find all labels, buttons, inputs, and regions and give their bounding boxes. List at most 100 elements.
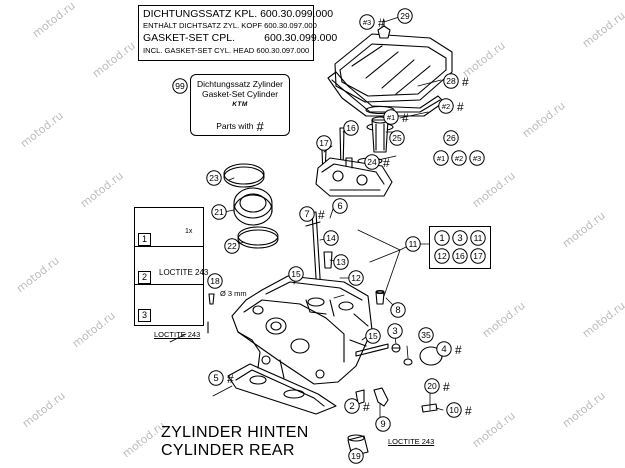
- callout-text: 28: [446, 76, 456, 86]
- stud-small: [323, 251, 385, 305]
- gasket-line-2: ENTHÄLT DICHTSATZ ZYL. KOPF 600.30.097.0…: [143, 21, 317, 30]
- callout-text: 4: [441, 344, 446, 355]
- parts-with-hash: #: [256, 119, 264, 134]
- callout-5: 5#: [208, 370, 234, 386]
- callout-text: 25: [392, 133, 402, 143]
- callout-text: 24: [367, 157, 377, 167]
- callout-text: #2: [442, 102, 450, 111]
- callout-text: 1: [439, 233, 444, 244]
- callout-text: 3: [392, 326, 397, 337]
- hash-marker: #: [318, 208, 325, 222]
- intake-clamps: [223, 163, 279, 249]
- ktm-logo: KTM: [232, 101, 248, 108]
- callout-26: 26: [443, 130, 459, 146]
- callout-text: 12: [437, 251, 447, 261]
- callout-text: 17: [319, 138, 329, 148]
- step-divider-1: [135, 246, 203, 247]
- gasket-line-3: GASKET-SET CPL. 600.30.099.000: [143, 32, 338, 44]
- callout-19: 19: [348, 448, 364, 464]
- loctite-ref-bottom: LOCTITE 243: [388, 437, 435, 446]
- bolt-8: [207, 293, 215, 334]
- callout-28: 28 #: [443, 73, 469, 89]
- dimension-label: Ø 3 mm: [220, 289, 247, 298]
- callout-12: 12: [348, 270, 364, 286]
- parts-with-label: Parts with#: [191, 119, 289, 134]
- callout-text: #1: [437, 154, 445, 163]
- callout-15: 15: [288, 266, 304, 282]
- callout-text: 13: [336, 257, 346, 267]
- callout-text: 9: [380, 419, 385, 430]
- hash-marker: #: [378, 16, 385, 30]
- callout-text: #2: [455, 154, 463, 163]
- hash-marker: #: [455, 343, 462, 357]
- callout-3: 3: [387, 323, 403, 339]
- step-loctite: LOCTITE 243: [159, 268, 209, 277]
- hash-marker: #: [462, 75, 469, 89]
- callout-16: 16: [452, 248, 468, 264]
- callout-text: 17: [473, 251, 483, 261]
- callout-8: 8: [390, 302, 406, 318]
- gasket-kit-box: Dichtungssatz Zylinder Gasket-Set Cylind…: [190, 74, 290, 136]
- caption-line-2: CYLINDER REAR: [161, 442, 295, 459]
- step-divider-2: [135, 284, 203, 285]
- callout-23: 23: [206, 170, 222, 186]
- base-gasket: [227, 363, 337, 415]
- callout-10: 10 #: [446, 402, 472, 418]
- callout-12: 12: [434, 248, 450, 264]
- gasket-line-4: INCL. GASKET-SET CYL. HEAD 600.30.097.00…: [143, 46, 310, 55]
- callout-text: 15: [291, 269, 301, 279]
- callout-3: 3: [452, 230, 468, 246]
- callout-22: 22: [224, 238, 240, 254]
- callout-11: 11: [470, 230, 486, 246]
- callout-text: #1: [387, 113, 395, 122]
- callout-text: 99: [175, 81, 185, 91]
- callout-text: 2: [349, 401, 354, 412]
- callout-text: 16: [346, 123, 356, 133]
- callout-25: 25: [389, 130, 405, 146]
- bolt-9: [421, 403, 438, 413]
- callout-text: 19: [351, 451, 361, 461]
- callout-text: 6: [337, 201, 342, 212]
- callout-15: 15: [365, 328, 381, 344]
- callout-7: 7#: [299, 206, 325, 222]
- callout-35: 35: [418, 327, 434, 343]
- callout-text: 35: [421, 330, 431, 340]
- callout-text: 5: [213, 373, 218, 384]
- callout-hash-1: #1: [433, 150, 449, 166]
- callout-hash-3: #3#: [359, 14, 385, 30]
- callout-text: #3: [473, 154, 481, 163]
- callout-9: 9: [375, 416, 391, 432]
- callout-text: 15: [368, 331, 378, 341]
- callout-21: 21: [211, 204, 227, 220]
- callout-text: 16: [455, 251, 465, 261]
- callout-24: 24 #: [364, 154, 390, 170]
- callout-text: 21: [214, 207, 224, 217]
- parts-with-text: Parts with: [216, 121, 254, 131]
- gasket-line-1: DICHTUNGSSATZ KPL. 600.30.099.000: [143, 8, 334, 20]
- callout-text: 11: [409, 239, 418, 249]
- callout-text: 10: [449, 405, 459, 415]
- hash-marker: #: [457, 100, 464, 114]
- callout-1: 1: [434, 230, 450, 246]
- hash-marker: #: [383, 156, 390, 170]
- callout-16: 16: [343, 120, 359, 136]
- callout-2: 2#: [344, 398, 370, 414]
- callout-29: 29: [397, 8, 413, 24]
- callout-text: 12: [351, 273, 361, 283]
- callout-14: 14: [323, 230, 339, 246]
- cylinder-head: [231, 275, 373, 385]
- callout-text: 26: [446, 133, 456, 143]
- callout-hash-2: #2 #: [438, 98, 464, 114]
- gasket-info-box: DICHTUNGSSATZ KPL. 600.30.099.000 ENTHÄL…: [138, 5, 337, 61]
- callout-hash-1: #1#: [383, 109, 409, 125]
- kit-line-2: Gasket-Set Cylinder: [201, 89, 279, 99]
- callout-20: 20#: [424, 378, 450, 394]
- callout-text: 8: [395, 305, 400, 316]
- hash-marker: #: [443, 380, 450, 394]
- hash-marker: #: [465, 404, 472, 418]
- callout-4: 4#: [436, 341, 462, 357]
- callout-text: 7: [304, 209, 309, 220]
